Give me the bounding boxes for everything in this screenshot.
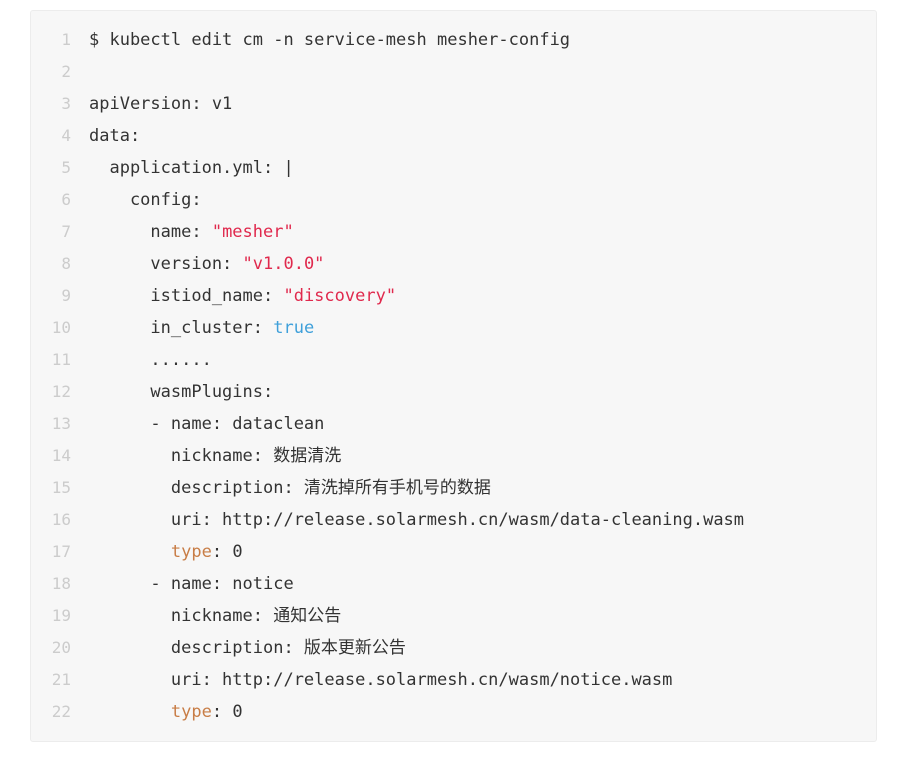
code-text: wasmPlugins: [71,376,273,408]
token-string: "discovery" [283,286,397,306]
token-plain: apiVersion: v1 [89,94,233,114]
line-number: 20 [51,638,71,657]
code-line: 18 - name: notice [31,568,868,600]
line-number: 7 [61,222,71,241]
line-number: 2 [61,62,71,81]
token-plain: description: 版本更新公告 [89,638,406,658]
code-line: 10 in_cluster: true [31,312,868,344]
line-number: 19 [51,606,71,625]
token-boolean: true [273,318,315,338]
code-text: name: "mesher" [71,216,294,248]
token-plain: nickname: 数据清洗 [89,446,342,466]
code-line: 8 version: "v1.0.0" [31,248,868,280]
token-plain: ...... [89,350,212,370]
token-plain: - name: notice [89,574,294,594]
code-block: 1 $ kubectl edit cm -n service-mesh meshe… [30,10,877,742]
line-number: 15 [51,478,71,497]
token-plain: config: [89,190,202,210]
line-number: 3 [61,94,71,113]
code-text: in_cluster: true [71,312,314,344]
line-number: 9 [61,286,71,305]
token-string: "v1.0.0" [242,254,325,274]
code-line: 22 type: 0 [31,696,868,728]
code-text: - name: dataclean [71,408,324,440]
token-plain: : 0 [211,542,243,562]
code-line: 7 name: "mesher" [31,216,868,248]
token-plain: : 0 [211,702,243,722]
code-line: 1 $ kubectl edit cm -n service-mesh meshe… [31,24,868,56]
code-line: 19 nickname: 通知公告 [31,600,868,632]
line-number: 14 [51,446,71,465]
code-text: data: [71,120,140,152]
line-number: 22 [51,702,71,721]
token-plain: $ kubectl edit cm -n service-mesh mesher… [89,30,571,50]
code-line: 11 ...... [31,344,868,376]
line-number: 11 [51,350,71,369]
code-line: 20 description: 版本更新公告 [31,632,868,664]
token-plain: - name: dataclean [89,414,325,434]
token-plain: description: 清洗掉所有手机号的数据 [89,478,491,498]
token-plain [89,702,171,722]
code-text: description: 清洗掉所有手机号的数据 [71,472,491,504]
code-text: istiod_name: "discovery" [71,280,396,312]
line-number: 1 [61,30,71,49]
token-keyword: type [170,542,212,562]
code-line: 21 uri: http://release.solarmesh.cn/wasm… [31,664,868,696]
code-text: uri: http://release.solarmesh.cn/wasm/da… [71,504,744,536]
token-plain: version: [89,254,243,274]
line-number: 13 [51,414,71,433]
code-line: 4 data: [31,120,868,152]
token-plain: wasmPlugins: [89,382,274,402]
code-text: apiVersion: v1 [71,88,232,120]
line-number: 5 [61,158,71,177]
code-line: 12 wasmPlugins: [31,376,868,408]
line-number: 6 [61,190,71,209]
token-plain: uri: http://release.solarmesh.cn/wasm/no… [89,670,673,690]
token-plain [89,542,171,562]
code-line: 17 type: 0 [31,536,868,568]
code-text: nickname: 数据清洗 [71,440,341,472]
token-plain: uri: http://release.solarmesh.cn/wasm/da… [89,510,745,530]
code-text: config: [71,184,202,216]
code-text: nickname: 通知公告 [71,600,341,632]
code-line: 9 istiod_name: "discovery" [31,280,868,312]
code-text: version: "v1.0.0" [71,248,324,280]
token-plain: name: [89,222,212,242]
line-number: 8 [61,254,71,273]
code-text: - name: notice [71,568,294,600]
line-number: 12 [51,382,71,401]
line-number: 17 [51,542,71,561]
code-line: 5 application.yml: | [31,152,868,184]
code-line: 13 - name: dataclean [31,408,868,440]
code-text: application.yml: | [71,152,294,184]
code-text: type: 0 [71,536,243,568]
line-number: 21 [51,670,71,689]
code-line: 6 config: [31,184,868,216]
code-text: description: 版本更新公告 [71,632,406,664]
line-number: 18 [51,574,71,593]
token-plain: nickname: 通知公告 [89,606,342,626]
line-number: 4 [61,126,71,145]
code-text: ...... [71,344,212,376]
code-line: 3 apiVersion: v1 [31,88,868,120]
token-plain: application.yml: | [89,158,294,178]
code-text: type: 0 [71,696,243,728]
code-text: $ kubectl edit cm -n service-mesh mesher… [71,24,570,56]
line-number: 10 [51,318,71,337]
line-number: 16 [51,510,71,529]
code-line: 16 uri: http://release.solarmesh.cn/wasm… [31,504,868,536]
code-line: 2 [31,56,868,88]
token-plain: data: [89,126,141,146]
code-text: uri: http://release.solarmesh.cn/wasm/no… [71,664,673,696]
token-plain: istiod_name: [89,286,284,306]
code-line: 14 nickname: 数据清洗 [31,440,868,472]
token-keyword: type [170,702,212,722]
code-line: 15 description: 清洗掉所有手机号的数据 [31,472,868,504]
token-plain: in_cluster: [89,318,274,338]
token-string: "mesher" [211,222,294,242]
